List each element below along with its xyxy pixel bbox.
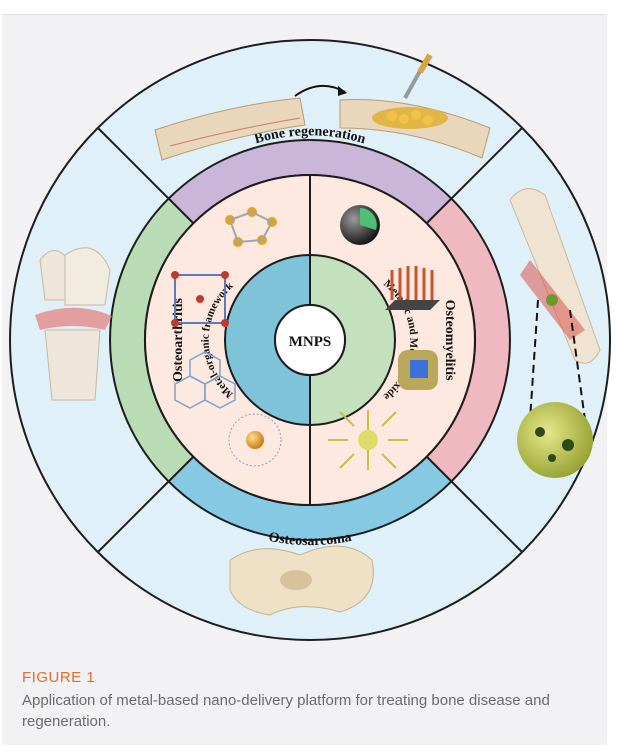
caption-text: Application of metal-based nano-delivery… (22, 690, 592, 732)
center-label: MNPS (289, 334, 332, 350)
figure-diagram: MNPS Bone regeneration Osteosarcoma Oste… (0, 0, 617, 660)
figure-caption: FIGURE 1 Application of metal-based nano… (22, 668, 592, 732)
caption-label: FIGURE 1 (22, 668, 592, 688)
ring-right-label: Osteomyelitis (442, 300, 457, 381)
cube-nanoparticle (398, 350, 438, 390)
pelvis-bone-illustration (230, 546, 373, 615)
ring-left-label: Osteoarthritis (171, 297, 186, 382)
